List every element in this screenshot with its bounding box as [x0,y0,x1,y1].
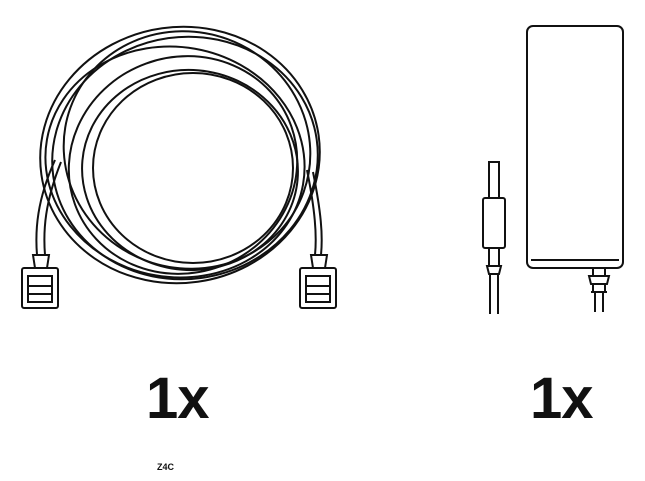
power-adapter-quantity: 1x [530,366,594,431]
ethernet-cable-icon [21,25,337,309]
power-adapter-icon [482,25,624,314]
ethernet-cable-quantity: 1x [146,366,210,431]
document-code: Z4C [157,462,175,472]
